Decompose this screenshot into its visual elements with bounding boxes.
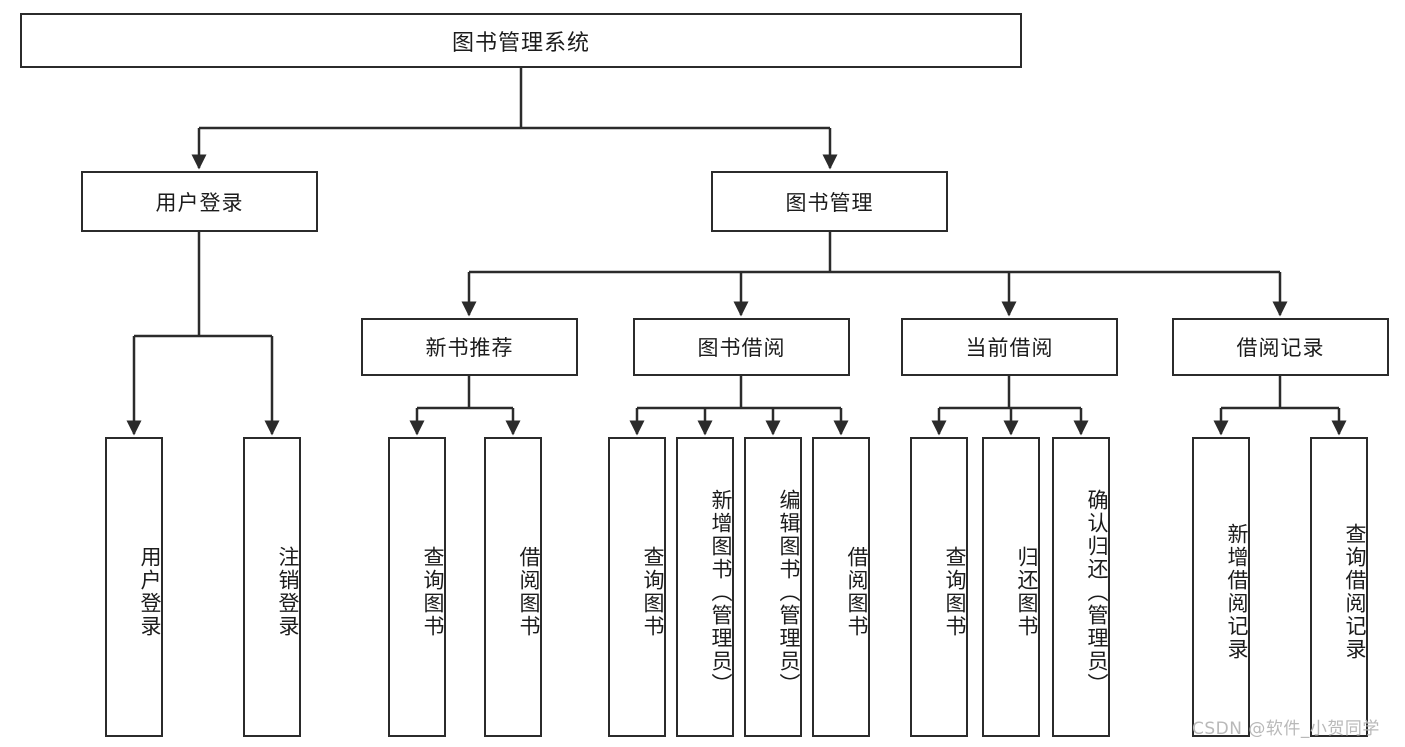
- node-borrow-record[interactable]: 借阅记录: [1172, 318, 1389, 376]
- leaf-query-book-3[interactable]: 查询图书: [910, 437, 968, 737]
- node-book-manage[interactable]: 图书管理: [711, 171, 948, 232]
- leaf-confirm-return-admin-label: 确认归还（管理员）: [1085, 488, 1109, 696]
- node-current-borrow[interactable]: 当前借阅: [901, 318, 1118, 376]
- leaf-query-borrow-record[interactable]: 查询借阅记录: [1310, 437, 1368, 737]
- leaf-logout-login-label: 注销登录: [276, 546, 300, 638]
- leaf-user-login-label: 用户登录: [138, 546, 162, 638]
- csdn-watermark: CSDN @软件_小贺同学: [1192, 719, 1380, 739]
- node-borrow-record-label: 借阅记录: [1236, 336, 1325, 360]
- leaf-query-book-3-label: 查询图书: [943, 546, 967, 638]
- leaf-return-book[interactable]: 归还图书: [982, 437, 1040, 737]
- leaf-borrow-book-1-label: 借阅图书: [517, 546, 541, 638]
- node-root[interactable]: 图书管理系统: [20, 13, 1022, 68]
- leaf-logout-login[interactable]: 注销登录: [243, 437, 301, 737]
- leaf-return-book-label: 归还图书: [1015, 546, 1039, 638]
- leaf-user-login[interactable]: 用户登录: [105, 437, 163, 737]
- leaf-borrow-book-1[interactable]: 借阅图书: [484, 437, 542, 737]
- node-new-book-recommend[interactable]: 新书推荐: [361, 318, 578, 376]
- leaf-query-book-1[interactable]: 查询图书: [388, 437, 446, 737]
- leaf-query-book-1-label: 查询图书: [421, 546, 445, 638]
- node-book-manage-label: 图书管理: [785, 190, 874, 215]
- leaf-query-book-2-label: 查询图书: [641, 546, 665, 638]
- leaf-add-borrow-record-label: 新增借阅记录: [1225, 523, 1249, 661]
- leaf-add-book-admin[interactable]: 新增图书（管理员）: [676, 437, 734, 737]
- leaf-borrow-book-2[interactable]: 借阅图书: [812, 437, 870, 737]
- leaf-edit-book-admin-label: 编辑图书（管理员）: [777, 488, 801, 696]
- leaf-query-book-2[interactable]: 查询图书: [608, 437, 666, 737]
- node-current-borrow-label: 当前借阅: [965, 336, 1054, 360]
- leaf-query-borrow-record-label: 查询借阅记录: [1343, 523, 1367, 661]
- node-book-borrow[interactable]: 图书借阅: [633, 318, 850, 376]
- node-user-login-label: 用户登录: [155, 190, 244, 215]
- leaf-add-borrow-record[interactable]: 新增借阅记录: [1192, 437, 1250, 737]
- leaf-edit-book-admin[interactable]: 编辑图书（管理员）: [744, 437, 802, 737]
- leaf-add-book-admin-label: 新增图书（管理员）: [709, 488, 733, 696]
- node-book-borrow-label: 图书借阅: [697, 336, 786, 360]
- leaf-confirm-return-admin[interactable]: 确认归还（管理员）: [1052, 437, 1110, 737]
- node-new-book-recommend-label: 新书推荐: [425, 336, 514, 360]
- node-user-login[interactable]: 用户登录: [81, 171, 318, 232]
- leaf-borrow-book-2-label: 借阅图书: [845, 546, 869, 638]
- node-root-label: 图书管理系统: [451, 30, 590, 56]
